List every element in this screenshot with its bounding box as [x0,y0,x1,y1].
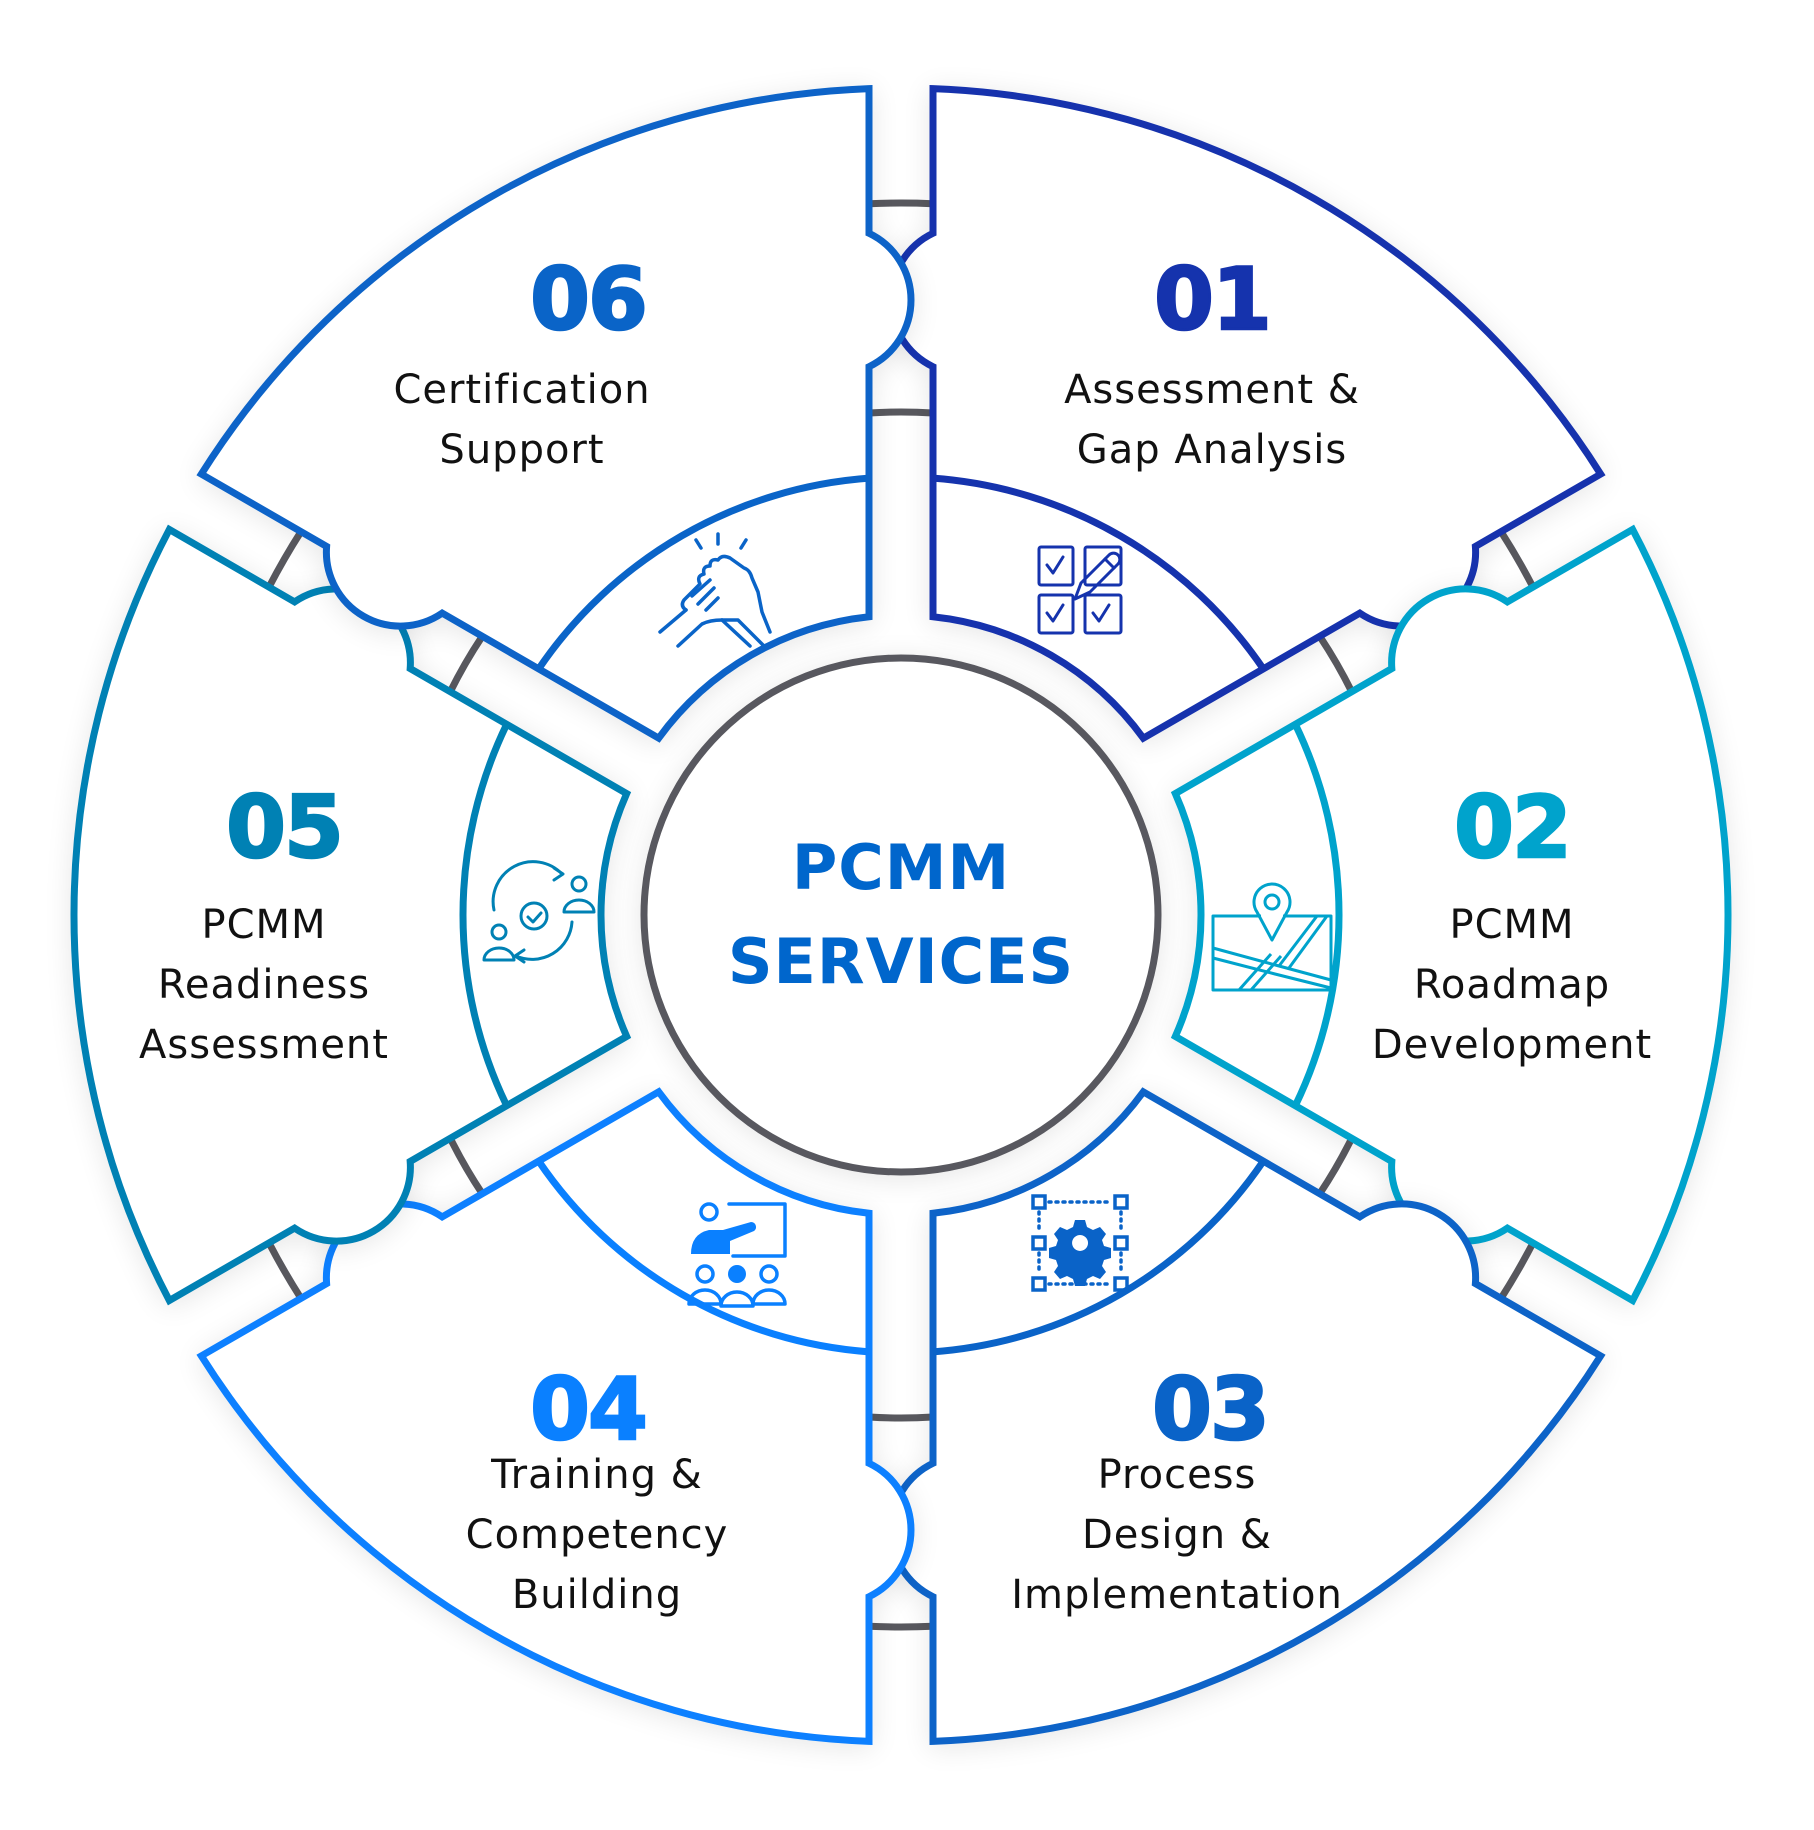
center-title-line-2: SERVICES [727,925,1075,998]
gap-connector [1498,529,1537,589]
people-cycle-check-icon [482,860,596,964]
gap-connector [1316,1136,1355,1196]
segment-02-number: 02 [1453,778,1573,878]
segment-04-outline [196,1087,915,1746]
segments-layer [70,84,1732,1746]
segment-03-label-line: Design & [1081,1512,1272,1558]
map-pin-icon [1211,882,1333,992]
center-title: PCMM SERVICES [728,821,1074,1009]
checklist-pencil-icon [1037,545,1123,635]
segment-05 [70,524,632,1306]
segment-05-label-line: PCMM [201,902,327,948]
center-hub-circle [640,654,1162,1176]
gap-connector [868,1622,934,1631]
segment-02 [1170,524,1732,1306]
center-title-line-1: PCMM [791,831,1011,904]
gap-connector [265,1241,304,1301]
segment-03-label-line: Implementation [1011,1572,1343,1618]
segment-03-label: Process Design & Implementation [1011,1445,1343,1625]
segment-02-label: PCMM Roadmap Development [1372,895,1652,1075]
segment-01-label: Assessment & Gap Analysis [1064,360,1360,480]
segment-04-label-line: Competency [465,1512,729,1558]
segment-04 [196,1087,915,1746]
segment-05-label: PCMM Readiness Assessment [139,895,389,1075]
segment-02-label-line: Roadmap [1413,962,1611,1008]
gap-connector [447,1136,486,1196]
segment-05-divider-arc [459,722,510,1108]
segment-04-label-line: Training & [491,1452,703,1498]
segment-02-divider-arc [1292,722,1343,1108]
segment-03-number: 03 [1151,1360,1271,1460]
segment-05-label-line: Assessment [139,1022,389,1068]
trainer-audience-icon [687,1202,787,1308]
segment-03-divider-arc [932,1159,1267,1356]
segment-06-outline [196,84,915,743]
segment-05-label-line: Readiness [157,962,371,1008]
segment-06-divider-arc [535,474,870,671]
gear-selection-icon [1031,1194,1129,1292]
gap-connector [265,529,304,589]
gap-connector [1498,1241,1537,1301]
segment-06-label: Certification Support [393,360,650,480]
segment-04-label-line: Building [511,1572,683,1618]
handshake-icon [658,532,772,648]
gap-connector [868,408,934,417]
segment-01-divider-arc [932,474,1267,671]
segment-04-label: Training & Competency Building [466,1445,729,1625]
segment-06-label-line: Support [439,427,605,473]
segment-01-label-line: Gap Analysis [1076,427,1348,473]
gap-connector [868,1413,934,1422]
segment-01-number: 01 [1153,250,1273,350]
segment-02-label-line: Development [1371,1022,1653,1068]
segment-02-label-line: PCMM [1449,902,1575,948]
segment-05-outline [70,524,632,1306]
segment-05-number: 05 [225,778,345,878]
segment-04-divider-arc [535,1159,870,1356]
segment-02-outline [1170,524,1732,1306]
segment-06 [196,84,915,743]
gap-connector [868,199,934,208]
gap-connector [447,634,486,694]
segment-04-number: 04 [529,1360,649,1460]
gap-connector [1316,634,1355,694]
segment-03-label-line: Process [1097,1452,1257,1498]
segment-01-label-line: Assessment & [1064,367,1360,413]
segment-06-label-line: Certification [393,367,651,413]
segment-06-number: 06 [529,250,649,350]
